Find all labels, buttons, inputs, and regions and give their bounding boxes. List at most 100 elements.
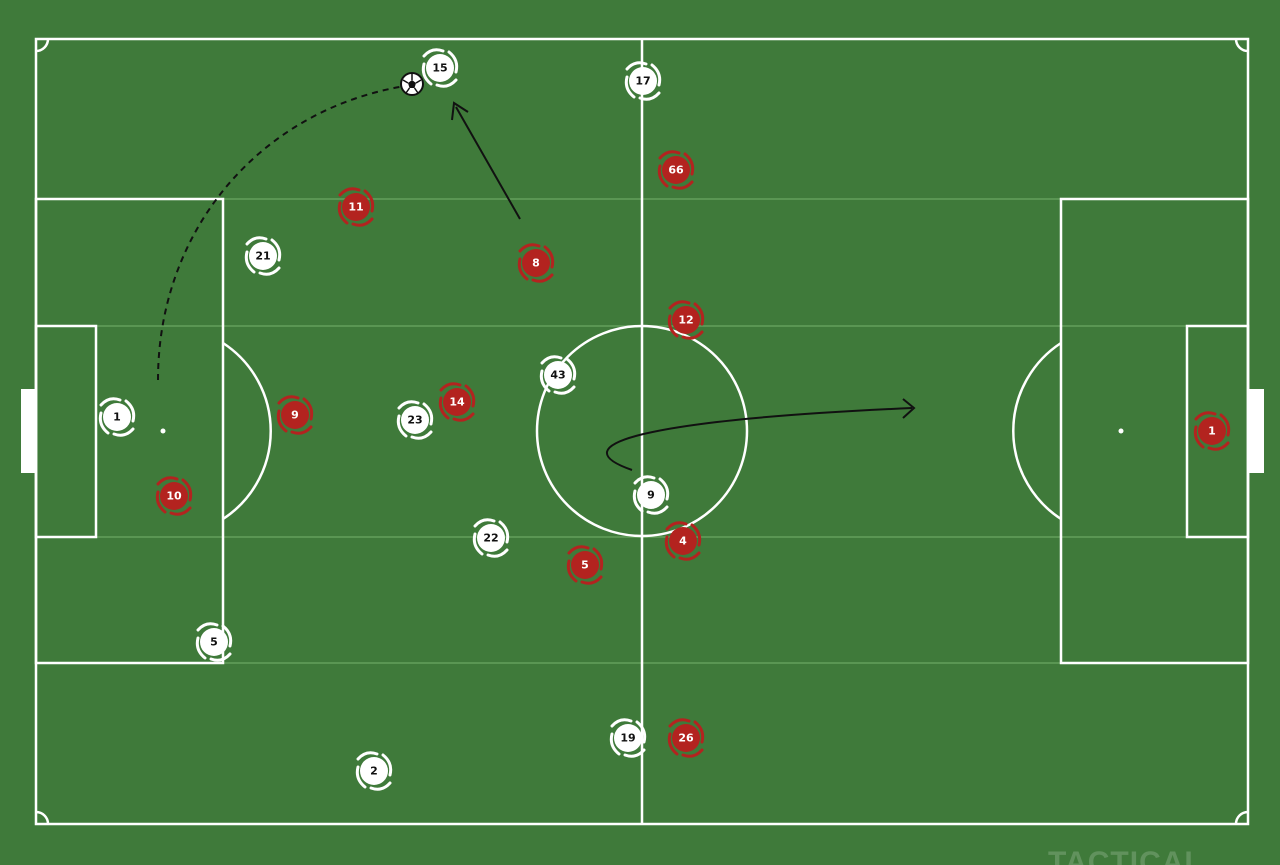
player-marker-outline [438,382,476,422]
player-number: 43 [550,369,565,382]
player-red-12: 12 [667,300,705,340]
player-number: 21 [255,250,270,263]
pitch-markings [34,37,1250,826]
player-red-10: 10 [155,476,193,516]
player-marker-outline [355,751,393,791]
player-number: 19 [620,732,635,745]
player-marker [614,724,642,752]
player-number: 17 [635,75,650,88]
player-white-22: 22 [472,518,510,558]
player-marker-outline [195,622,233,662]
run-arrow-8-head [451,101,469,121]
goals [21,389,1264,473]
player-number: 10 [166,490,182,503]
player-marker [629,67,657,95]
player-number: 14 [449,396,465,409]
corner-arc-br [1234,810,1249,825]
player-red-4: 4 [664,521,702,561]
player-marker [249,242,277,270]
player-marker [342,193,370,221]
player-white-9: 9 [632,475,670,515]
player-number: 2 [370,765,378,778]
run-arrow-9 [605,407,913,471]
player-white-43: 43 [539,355,577,395]
player-white-19: 19 [609,718,647,758]
centre-circle [535,324,749,538]
player-marker-outline [609,718,647,758]
player-number: 26 [678,732,694,745]
player-number: 9 [291,409,299,422]
player-marker [571,551,599,579]
corner-arc-tr [1234,38,1249,53]
player-number: 66 [668,164,684,177]
left-penalty-arc [222,341,272,521]
left-penalty-spot [160,428,166,434]
pitch-spots [160,428,1124,434]
corner-arc-tl [35,38,50,53]
player-number: 12 [678,314,693,327]
player-marker-outline [337,187,375,227]
player-marker [401,406,429,434]
player-number: 11 [348,201,363,214]
player-marker-outline [276,395,314,435]
player-marker [200,628,228,656]
player-marker [672,306,700,334]
player-marker [477,524,505,552]
player-marker-outline [155,476,193,516]
player-marker-outline [1193,411,1231,451]
player-marker [522,249,550,277]
right-penalty-arc [1012,341,1062,521]
player-red-66: 66 [657,150,695,190]
player-marker [637,481,665,509]
player-number: 4 [679,535,687,548]
ball-icon [400,72,424,96]
run-arrow-8 [455,106,521,220]
player-marker-outline [244,236,282,276]
player-white-21: 21 [244,236,282,276]
player-white-15: 15 [421,48,459,88]
player-red-5: 5 [566,545,604,585]
player-number: 8 [532,257,540,270]
player-marker-outline [396,400,434,440]
player-number: 15 [432,62,447,75]
player-marker-outline [98,397,136,437]
player-marker [281,401,309,429]
pass-trajectory [157,85,406,381]
player-white-5: 5 [195,622,233,662]
player-marker-outline [517,243,555,283]
player-marker-outline [539,355,577,395]
player-marker [426,54,454,82]
player-marker-outline [667,718,705,758]
left-goal [21,389,36,473]
player-marker-outline [632,475,670,515]
player-red-11: 11 [337,187,375,227]
right-goal-area [1185,324,1250,539]
right-goal [1249,389,1264,473]
player-white-2: 2 [355,751,393,791]
player-marker [669,527,697,555]
player-marker [544,361,572,389]
player-white-23: 23 [396,400,434,440]
watermark: TACTICAL [1048,846,1204,865]
player-marker-outline [657,150,695,190]
player-red-9: 9 [276,395,314,435]
player-white-17: 17 [624,61,662,101]
right-penalty-spot [1118,428,1124,434]
annotations [157,85,916,471]
player-number: 23 [407,414,422,427]
player-number: 9 [647,489,655,502]
player-red-14: 14 [438,382,476,422]
player-marker [1198,417,1226,445]
player-number: 5 [210,636,218,649]
player-marker-outline [667,300,705,340]
player-marker [360,757,388,785]
player-white-1: 1 [98,397,136,437]
player-marker [103,403,131,431]
player-red-26: 26 [667,718,705,758]
player-marker-outline [624,61,662,101]
corner-arc-bl [35,810,50,825]
